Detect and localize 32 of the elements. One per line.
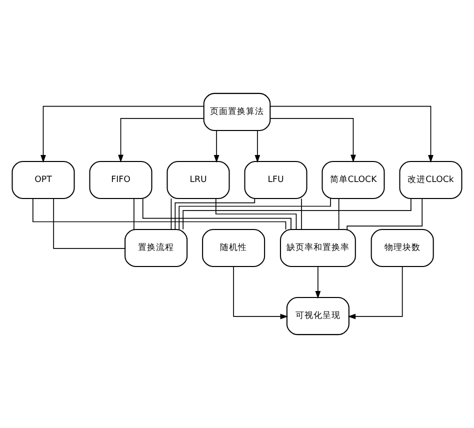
arrow — [315, 266, 321, 299]
node-box: LFU — [244, 160, 308, 200]
arrow — [233, 266, 288, 320]
arrow — [254, 130, 260, 163]
connector — [53, 198, 126, 249]
node-box: 改进CLOCk — [399, 160, 462, 200]
node-box: OPT — [12, 160, 75, 200]
connector — [170, 198, 172, 230]
connector — [182, 198, 412, 230]
connector — [178, 198, 331, 230]
arrow — [270, 106, 434, 163]
arrow — [214, 130, 220, 163]
node-box: 物理块数 — [370, 228, 434, 268]
arrow — [118, 118, 204, 162]
node-box: 页面置换算法 — [203, 92, 271, 131]
connector — [142, 198, 292, 230]
arrow — [40, 106, 204, 163]
node-box: 简单CLOCK — [322, 160, 385, 200]
node-box: LRU — [166, 160, 230, 200]
arrow — [270, 118, 356, 162]
connector — [346, 198, 423, 230]
connector — [215, 198, 297, 230]
connector — [338, 198, 340, 230]
node-box: 置换流程 — [124, 228, 188, 268]
node-box: 随机性 — [202, 228, 266, 268]
node-box: 缺页率和置换率 — [280, 228, 356, 268]
node-box: FIFO — [89, 160, 152, 200]
node-box: 可视化呈现 — [286, 297, 350, 336]
connector — [301, 198, 302, 230]
connector — [32, 198, 286, 230]
arrow — [348, 266, 403, 320]
connector — [174, 198, 256, 230]
